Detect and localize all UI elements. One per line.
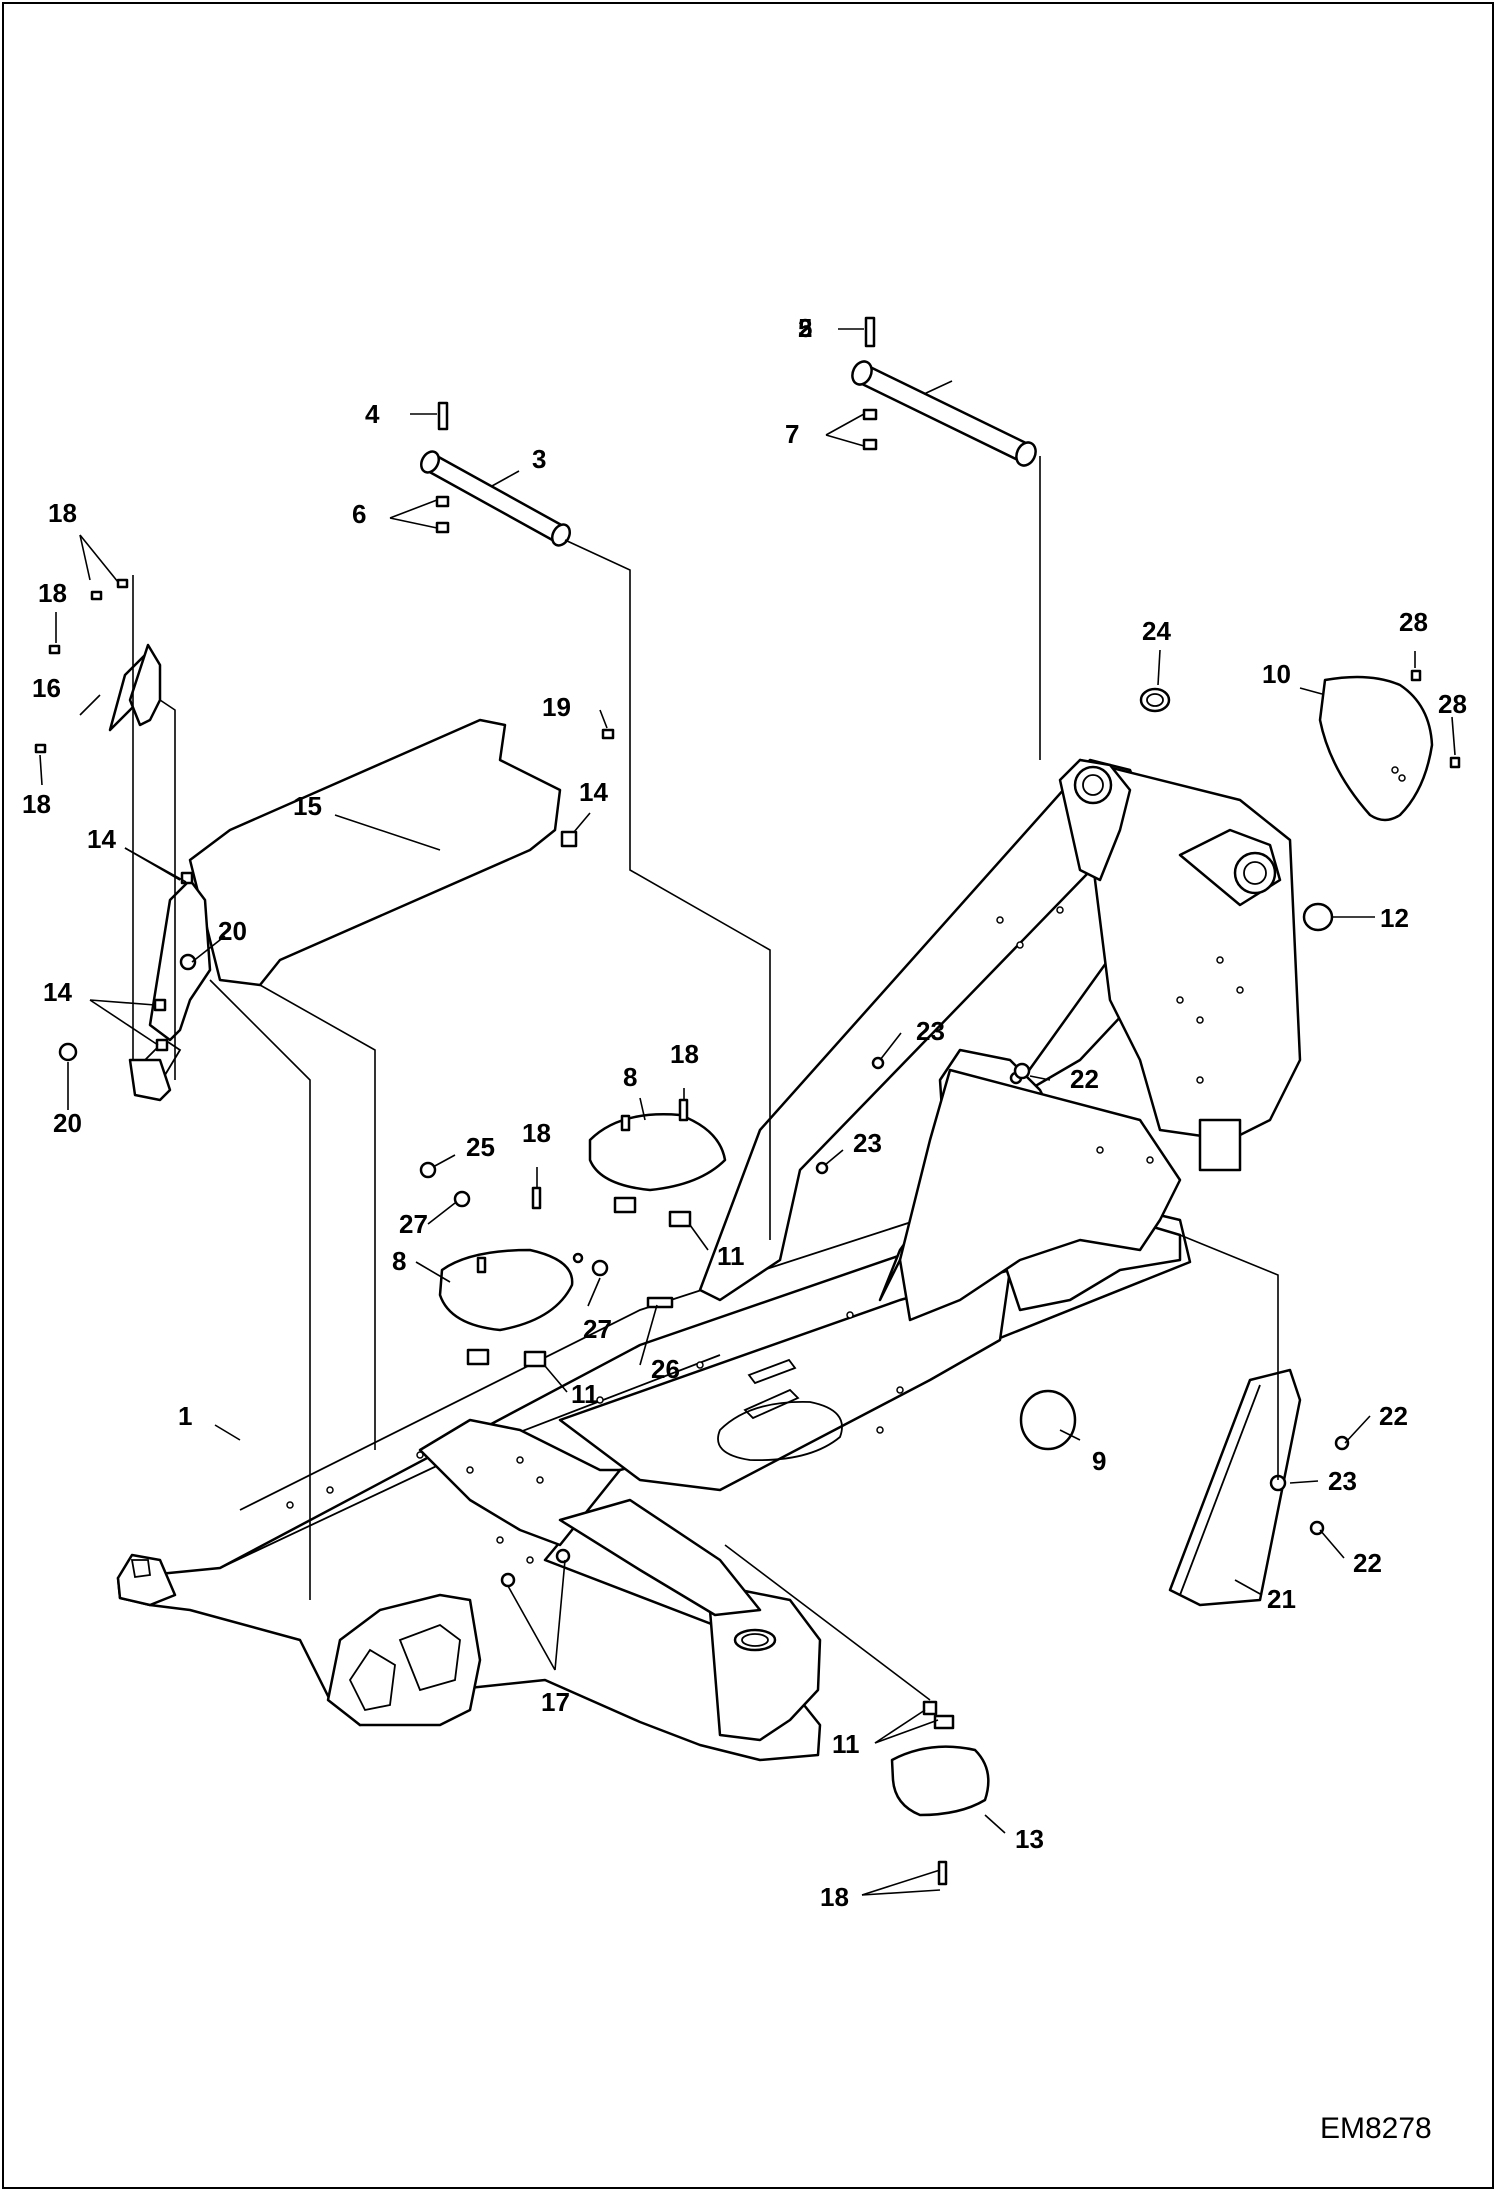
callout-28-right: 28 xyxy=(1438,689,1467,719)
callout-28-top: 28 xyxy=(1399,607,1428,637)
callout-11-top: 11 xyxy=(717,1241,745,1271)
callout-22-lower: 22 xyxy=(1353,1548,1382,1578)
drawing-code: EM8278 xyxy=(1320,2112,1432,2145)
callout-14-lower: 14 xyxy=(43,977,72,1007)
callout-22-right: 22 xyxy=(1379,1401,1408,1431)
callout-8-top: 8 xyxy=(623,1062,637,1092)
callout-7: 7 xyxy=(785,419,799,449)
callout-4: 4 xyxy=(365,399,380,429)
callout-18-top: 18 xyxy=(48,498,77,528)
callout-18-lower: 18 xyxy=(22,789,51,819)
callout-18-bottom: 18 xyxy=(820,1882,849,1912)
callout-14-top: 14 xyxy=(579,777,608,807)
callout-16: 16 xyxy=(32,673,61,703)
callout-8-left: 8 xyxy=(392,1246,406,1276)
callout-9: 9 xyxy=(1092,1446,1106,1476)
callout-20-bottom: 20 xyxy=(53,1108,82,1138)
callout-18-center: 18 xyxy=(670,1039,699,1069)
callout-11-mid: 11 xyxy=(571,1379,599,1409)
callout-2: 2 xyxy=(798,313,812,343)
callout-14-left: 14 xyxy=(87,824,116,854)
callout-20-top: 20 xyxy=(218,916,247,946)
callout-23-mid: 23 xyxy=(853,1128,882,1158)
callout-1: 1 xyxy=(178,1401,192,1431)
pivot-pins xyxy=(419,316,1037,547)
callout-labels: 2 3 4 5 6 7 24 28 10 28 12 18 18 16 18 1… xyxy=(22,313,1467,1912)
callout-21: 21 xyxy=(1267,1584,1296,1614)
callout-26: 26 xyxy=(651,1354,680,1384)
rear-cover-parts xyxy=(1019,669,1461,1451)
callout-19: 19 xyxy=(542,692,571,722)
callout-25: 25 xyxy=(466,1132,495,1162)
callout-3: 3 xyxy=(532,444,546,474)
covers xyxy=(419,1056,1350,1886)
callout-13: 13 xyxy=(1015,1824,1044,1854)
callout-17: 17 xyxy=(541,1687,570,1717)
callout-15: 15 xyxy=(293,791,322,821)
callout-18-left: 18 xyxy=(38,578,67,608)
callout-24: 24 xyxy=(1142,616,1171,646)
callout-12: 12 xyxy=(1380,903,1409,933)
leader-lines xyxy=(39,328,1456,1896)
callout-11-bottom: 11 xyxy=(832,1729,860,1759)
callout-27-left: 27 xyxy=(399,1209,428,1239)
callout-23-right: 23 xyxy=(1328,1466,1357,1496)
callout-22-top: 22 xyxy=(1070,1064,1099,1094)
callout-18-mid: 18 xyxy=(522,1118,551,1148)
callout-27-mid: 27 xyxy=(583,1314,612,1344)
side-panel-parts xyxy=(34,578,615,1102)
callout-5: 5 xyxy=(798,313,812,343)
loader-tower xyxy=(698,758,1302,1322)
callout-10: 10 xyxy=(1262,659,1291,689)
callout-23-top: 23 xyxy=(916,1016,945,1046)
main-frame xyxy=(116,1189,1192,1762)
callout-6: 6 xyxy=(352,499,366,529)
